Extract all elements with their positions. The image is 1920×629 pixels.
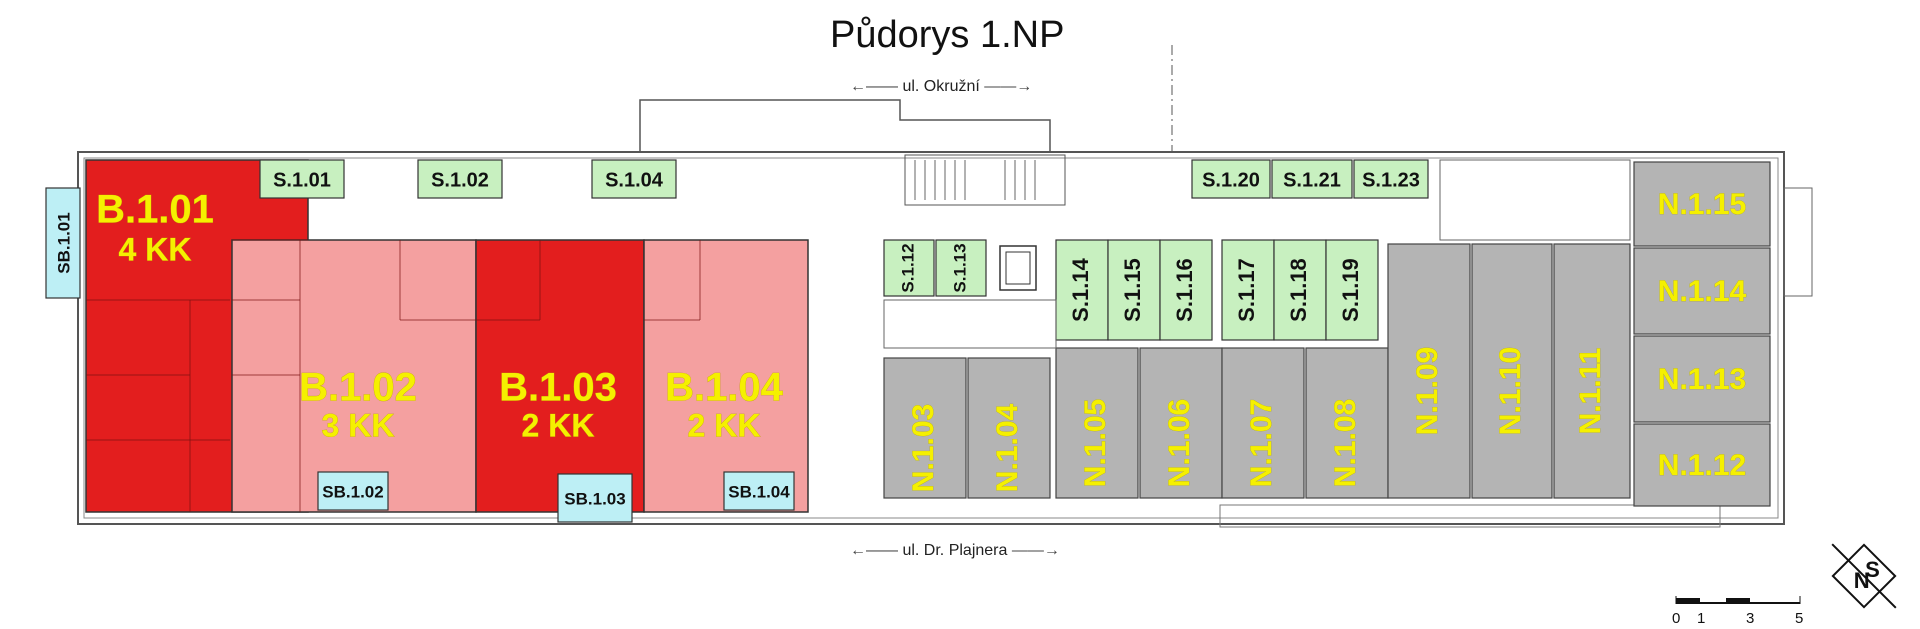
- garage-label: N.1.05: [1079, 399, 1112, 487]
- storage-top-5: [1353, 159, 1429, 199]
- corridor: [883, 299, 1057, 349]
- garage-label: N.1.12: [1658, 449, 1746, 482]
- storage-label: S.1.12: [898, 243, 917, 292]
- arrow-left-icon: ←——: [850, 78, 898, 95]
- garage-label: N.1.11: [1574, 348, 1607, 435]
- scale-3: 3: [1746, 610, 1754, 627]
- arrow-left-icon: ←——: [850, 542, 898, 559]
- staircase: [904, 154, 1066, 206]
- entrance-outline: [639, 99, 1051, 152]
- apartment-type: 4 KK: [119, 231, 192, 267]
- apartment-type: 3 KK: [322, 407, 395, 443]
- balcony-label: SB.1.03: [564, 489, 625, 508]
- storage-top-4: [1271, 159, 1353, 199]
- storage-inner-4: [1159, 239, 1213, 341]
- garage-6: [1387, 243, 1471, 499]
- storage-label: S.1.02: [431, 169, 489, 191]
- scale-bar: 0 1 3 5: [1672, 596, 1803, 627]
- storage-top-3: [1191, 159, 1271, 199]
- balcony-3: [723, 471, 795, 511]
- balcony-1: [317, 471, 389, 511]
- storage-inner-0: [883, 239, 935, 297]
- elevator-inner: [1005, 251, 1031, 285]
- garage-2: [1055, 347, 1139, 499]
- garage-label: N.1.09: [1411, 347, 1444, 435]
- garage-0: [883, 357, 967, 499]
- storage-inner-6: [1273, 239, 1327, 341]
- storage-label: S.1.01: [273, 169, 331, 191]
- storage-label: S.1.20: [1202, 169, 1260, 191]
- garage-8: [1553, 243, 1631, 499]
- storage-top-0: [259, 159, 345, 199]
- balcony-2: [557, 473, 633, 523]
- garage-label: N.1.07: [1245, 399, 1278, 487]
- garage-h-1: [1633, 247, 1771, 335]
- apartment-id: B.1.03: [499, 366, 617, 410]
- garage-label: N.1.14: [1658, 275, 1747, 308]
- elevator-shaft: [999, 245, 1037, 291]
- apartment-id: B.1.04: [665, 366, 784, 410]
- technical-room: [1439, 159, 1631, 241]
- garage-h-0: [1633, 161, 1771, 247]
- storage-label: S.1.18: [1286, 258, 1311, 322]
- storage-inner-5: [1221, 239, 1275, 341]
- arrow-right-icon: ——→: [1011, 542, 1060, 559]
- garage-7: [1471, 243, 1553, 499]
- street-bottom: ←—— ul. Dr. Plajnera ——→: [850, 542, 1060, 560]
- garage-4: [1221, 347, 1305, 499]
- garage-1: [967, 357, 1051, 499]
- storage-label: S.1.23: [1362, 169, 1420, 191]
- street-top-label: ul. Okružní: [902, 78, 980, 95]
- arrow-right-icon: ——→: [984, 78, 1033, 95]
- compass-s: S: [1865, 557, 1880, 582]
- garage-label: N.1.08: [1329, 399, 1362, 487]
- balcony-label: SB.1.01: [54, 212, 73, 273]
- garage-label: N.1.13: [1658, 363, 1746, 396]
- garage-label: N.1.06: [1163, 399, 1196, 487]
- plan-title: Půdorys 1.NP: [830, 14, 1065, 56]
- storage-label: S.1.21: [1283, 169, 1341, 191]
- storage-inner-7: [1325, 239, 1379, 341]
- storage-top-1: [417, 159, 503, 199]
- garage-h-3: [1633, 423, 1771, 507]
- apartment-type: 2 KK: [688, 407, 761, 443]
- apartment-type: 2 KK: [522, 407, 595, 443]
- storage-label: S.1.19: [1338, 258, 1363, 322]
- street-top: ←—— ul. Okružní ——→: [850, 78, 1032, 96]
- terrace-outline: [1219, 504, 1721, 528]
- storage-label: S.1.13: [950, 243, 969, 292]
- scale-5: 5: [1795, 610, 1803, 627]
- annex-right: [1783, 187, 1813, 297]
- storage-label: S.1.14: [1068, 257, 1093, 321]
- stair-steps: [914, 160, 1036, 200]
- balcony-0: [45, 187, 81, 299]
- storage-top-2: [591, 159, 677, 199]
- scale-1: 1: [1697, 610, 1705, 627]
- storage-label: S.1.15: [1120, 258, 1145, 322]
- balcony-label: SB.1.02: [322, 482, 383, 501]
- garage-label: N.1.15: [1658, 188, 1746, 221]
- north-arrow: N S: [1831, 543, 1897, 609]
- storage-inner-1: [935, 239, 987, 297]
- balcony-label: SB.1.04: [728, 482, 790, 501]
- storage-label: S.1.17: [1234, 258, 1259, 322]
- storage-label: S.1.16: [1172, 258, 1197, 322]
- garage-label: N.1.10: [1494, 347, 1527, 435]
- apartment-3: [643, 239, 809, 513]
- garage-label: N.1.03: [907, 404, 940, 492]
- scale-0: 0: [1672, 610, 1680, 627]
- building-outline-inner: [83, 157, 1779, 519]
- apartment-id: B.1.02: [299, 366, 417, 410]
- storage-inner-2: [1055, 239, 1109, 341]
- apartment-id: B.1.01: [96, 188, 214, 232]
- compass-n: N: [1854, 568, 1870, 593]
- street-bottom-label: ul. Dr. Plajnera: [902, 542, 1008, 559]
- storage-label: S.1.04: [605, 169, 664, 191]
- garage-label: N.1.04: [991, 403, 1024, 492]
- building-outline: [77, 151, 1785, 525]
- apartment-2: [475, 239, 645, 513]
- garage-h-2: [1633, 335, 1771, 423]
